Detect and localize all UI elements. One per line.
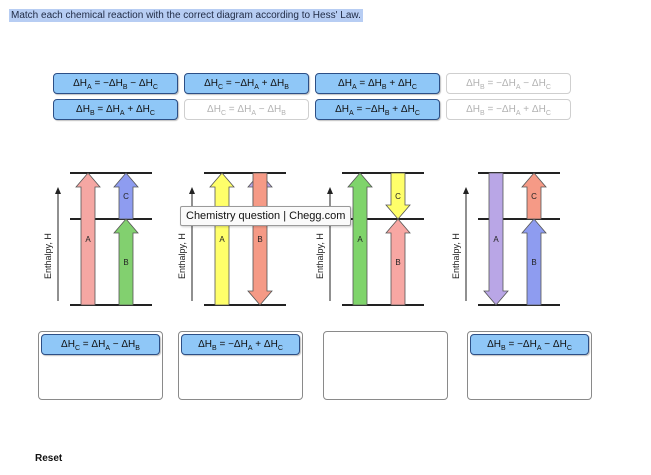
arrow-label-a: A — [85, 235, 91, 244]
arrow-label-b: B — [531, 258, 536, 267]
enthalpy-diagram: Enthalpy, H A C B — [451, 172, 560, 306]
answer-chip: ΔHB = −ΔHA + ΔHC — [446, 99, 571, 120]
enthalpy-diagram: Enthalpy, H A C B — [43, 172, 152, 306]
axis-label-enthalpy: Enthalpy, H — [315, 233, 325, 279]
arrow-label-c: C — [395, 192, 401, 201]
tooltip: Chemistry question | Chegg.com — [180, 206, 352, 226]
drop-target-box[interactable] — [323, 331, 448, 400]
enthalpy-arrow-b — [521, 218, 547, 306]
answer-chip: ΔHB = −ΔHA − ΔHC — [446, 73, 571, 94]
enthalpy-arrow-b — [385, 218, 411, 306]
arrow-label-b: B — [395, 258, 400, 267]
answer-chip[interactable]: ΔHB = ΔHA + ΔHC — [53, 99, 178, 120]
enthalpy-arrow-c — [385, 172, 411, 220]
drop-target-box[interactable]: ΔHC = ΔHA − ΔHB — [38, 331, 163, 400]
answer-chip[interactable]: ΔHA = ΔHB + ΔHC — [315, 73, 440, 94]
enthalpy-arrow-c — [521, 172, 547, 220]
reset-button[interactable]: Reset — [35, 453, 63, 464]
enthalpy-arrow-a — [483, 172, 509, 306]
answer-chip[interactable]: ΔHC = −ΔHA + ΔHB — [184, 73, 309, 94]
arrow-label-b: B — [123, 258, 128, 267]
placed-answer-chip[interactable]: ΔHC = ΔHA − ΔHB — [41, 334, 160, 355]
drop-target-box[interactable]: ΔHB = −ΔHA − ΔHC — [467, 331, 592, 400]
enthalpy-diagram: Enthalpy, H A C B — [315, 172, 424, 306]
axis-label-enthalpy: Enthalpy, H — [177, 233, 187, 279]
drop-target-box[interactable]: ΔHB = −ΔHA + ΔHC — [178, 331, 303, 400]
answer-chip[interactable]: ΔHA = −ΔHB − ΔHC — [53, 73, 178, 94]
enthalpy-arrow-a — [347, 172, 373, 306]
answer-chip[interactable]: ΔHA = −ΔHB + ΔHC — [315, 99, 440, 120]
axis-label-enthalpy: Enthalpy, H — [451, 233, 461, 279]
arrow-label-b: B — [257, 235, 262, 244]
enthalpy-arrow-a — [75, 172, 101, 306]
arrow-label-a: A — [493, 235, 499, 244]
placed-answer-chip[interactable]: ΔHB = −ΔHA − ΔHC — [470, 334, 589, 355]
enthalpy-arrow-c — [113, 172, 139, 220]
axis-label-enthalpy: Enthalpy, H — [43, 233, 53, 279]
answer-chip: ΔHC = ΔHA − ΔHB — [184, 99, 309, 120]
arrow-label-a: A — [357, 235, 363, 244]
instruction-text: Match each chemical reaction with the co… — [9, 9, 363, 22]
arrow-label-a: A — [219, 235, 225, 244]
enthalpy-arrow-b — [113, 218, 139, 306]
arrow-label-c: C — [123, 192, 129, 201]
arrow-label-c: C — [531, 192, 537, 201]
placed-answer-chip[interactable]: ΔHB = −ΔHA + ΔHC — [181, 334, 300, 355]
